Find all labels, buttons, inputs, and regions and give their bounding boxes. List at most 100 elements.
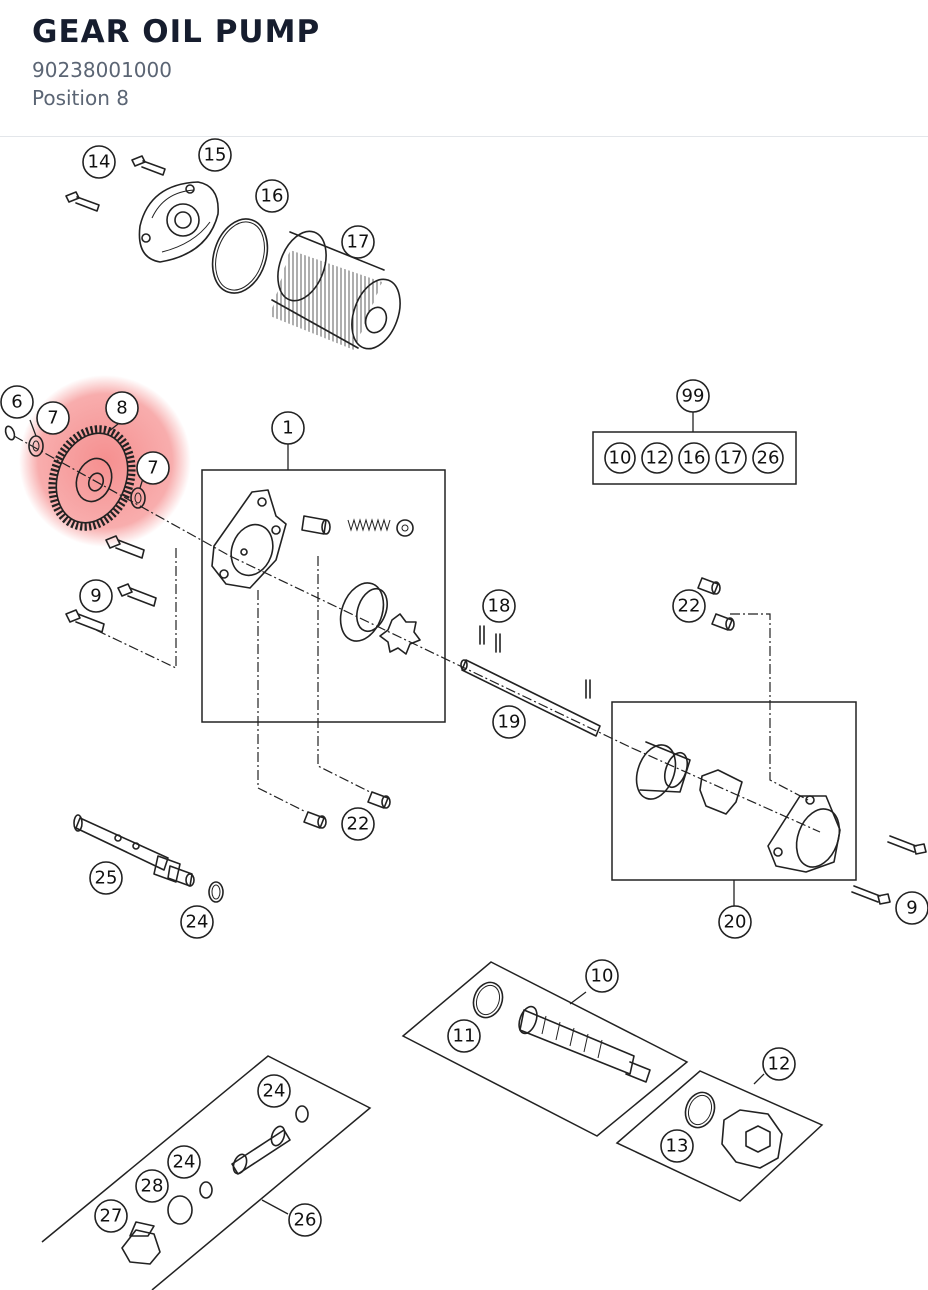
- circlip: [4, 425, 16, 441]
- scavenge-cover: [767, 795, 841, 873]
- pump-shaft: [460, 659, 601, 737]
- svg-text:1: 1: [282, 418, 293, 439]
- callout-8[interactable]: 8: [105, 391, 139, 425]
- callout-24-middle[interactable]: 24: [180, 905, 214, 939]
- axis-line-gear: [13, 435, 231, 557]
- kit-99-item-16[interactable]: 16: [678, 442, 710, 474]
- outer-rotor: [339, 582, 388, 642]
- svg-text:13: 13: [666, 1136, 689, 1157]
- valve-plug: [396, 519, 414, 537]
- oil-filter: [270, 230, 401, 350]
- callout-11[interactable]: 11: [447, 1019, 481, 1053]
- callout-7-upper[interactable]: 7: [36, 401, 70, 435]
- svg-text:99: 99: [682, 386, 705, 407]
- housing-bolt-lower: [65, 609, 105, 633]
- housing-bolt-upper: [105, 535, 145, 559]
- pins: [479, 625, 591, 699]
- callout-15[interactable]: 15: [198, 138, 232, 172]
- kit-99-item-10[interactable]: 10: [604, 442, 636, 474]
- svg-text:12: 12: [768, 1054, 791, 1075]
- svg-text:9: 9: [90, 586, 101, 607]
- callout-19[interactable]: 19: [492, 705, 526, 739]
- kit-12-box: [615, 1070, 824, 1202]
- callout-13[interactable]: 13: [660, 1129, 694, 1163]
- axis-line-sleeve-lower: [257, 590, 307, 813]
- kit-10-box: [401, 961, 689, 1137]
- axis-line-sleeve-right: [730, 613, 809, 801]
- callout-9-right[interactable]: 9: [895, 891, 928, 925]
- filter-cover-bolt: [65, 155, 166, 212]
- callout-9-left[interactable]: 9: [79, 579, 113, 613]
- svg-text:27: 27: [100, 1206, 123, 1227]
- filter-cover: [138, 181, 219, 263]
- callout-22-lower[interactable]: 22: [341, 807, 375, 841]
- svg-text:26: 26: [757, 448, 780, 469]
- svg-text:28: 28: [141, 1176, 164, 1197]
- kit-99-item-17[interactable]: 17: [715, 442, 747, 474]
- axis-line-scavenge: [631, 747, 821, 833]
- callout-24-upper[interactable]: 24: [257, 1074, 291, 1108]
- svg-text:18: 18: [488, 596, 511, 617]
- callout-25[interactable]: 25: [89, 861, 123, 895]
- callout-12[interactable]: 12: [762, 1047, 796, 1081]
- callout-10[interactable]: 10: [585, 959, 619, 993]
- dowel-sleeve-right: [697, 577, 735, 631]
- callout-24-lower[interactable]: 24: [167, 1145, 201, 1179]
- part-number: 90238001000: [32, 58, 172, 82]
- housing-bolt-middle: [117, 583, 157, 607]
- callout-99[interactable]: 99: [676, 379, 710, 413]
- kit-99-item-26[interactable]: 26: [752, 442, 784, 474]
- exploded-parts-diagram: 14 15 16 17 6 7 8 7 1 9 99 10 12 16 17 2…: [0, 138, 928, 1290]
- svg-text:12: 12: [646, 448, 669, 469]
- callout-18[interactable]: 18: [482, 589, 516, 623]
- scavenge-inner-rotor: [699, 769, 743, 815]
- svg-text:19: 19: [498, 712, 521, 733]
- axis-line-pump: [229, 555, 633, 749]
- callout-22-right[interactable]: 22: [672, 589, 706, 623]
- axis-line-sleeve-upper: [317, 556, 371, 793]
- svg-text:17: 17: [720, 448, 743, 469]
- callout-6[interactable]: 6: [0, 385, 34, 419]
- callout-28[interactable]: 28: [135, 1169, 169, 1203]
- filter-o-ring: [211, 218, 269, 294]
- svg-text:24: 24: [263, 1081, 286, 1102]
- callout-16[interactable]: 16: [255, 179, 289, 213]
- callout-1[interactable]: 1: [271, 411, 305, 445]
- pressure-valve-spring: [347, 518, 391, 532]
- svg-text:24: 24: [186, 912, 209, 933]
- pressure-valve-plunger: [301, 515, 331, 535]
- svg-text:20: 20: [724, 912, 747, 933]
- washer-right: [130, 487, 146, 509]
- svg-text:7: 7: [147, 458, 158, 479]
- svg-text:25: 25: [95, 868, 118, 889]
- position-label: Position 8: [32, 86, 129, 110]
- callout-27[interactable]: 27: [94, 1199, 128, 1233]
- svg-text:11: 11: [453, 1026, 476, 1047]
- svg-text:10: 10: [609, 448, 632, 469]
- pump-housing-group-box: [201, 469, 446, 723]
- dowel-sleeve-lower: [303, 791, 391, 829]
- callout-17[interactable]: 17: [341, 225, 375, 259]
- svg-text:9: 9: [906, 898, 917, 919]
- svg-text:16: 16: [683, 448, 706, 469]
- svg-text:26: 26: [294, 1210, 317, 1231]
- callout-20[interactable]: 20: [718, 905, 752, 939]
- svg-text:22: 22: [347, 814, 370, 835]
- svg-text:8: 8: [116, 398, 127, 419]
- oil-line: [73, 814, 195, 887]
- inner-rotor: [379, 613, 421, 655]
- callout-26[interactable]: 26: [288, 1203, 322, 1237]
- svg-text:22: 22: [678, 596, 701, 617]
- cover-bolt-right: [851, 835, 927, 905]
- kit-99-item-12[interactable]: 12: [641, 442, 673, 474]
- scavenge-outer-rotor: [635, 741, 691, 800]
- svg-text:14: 14: [88, 152, 111, 173]
- callout-7-lower[interactable]: 7: [136, 451, 170, 485]
- svg-text:7: 7: [47, 408, 58, 429]
- kit-99-contents-box: [592, 431, 797, 485]
- page-title: GEAR OIL PUMP: [32, 14, 321, 50]
- callout-14[interactable]: 14: [82, 145, 116, 179]
- svg-text:15: 15: [204, 145, 227, 166]
- svg-text:17: 17: [347, 232, 370, 253]
- axis-line-bolt-upper: [95, 548, 177, 669]
